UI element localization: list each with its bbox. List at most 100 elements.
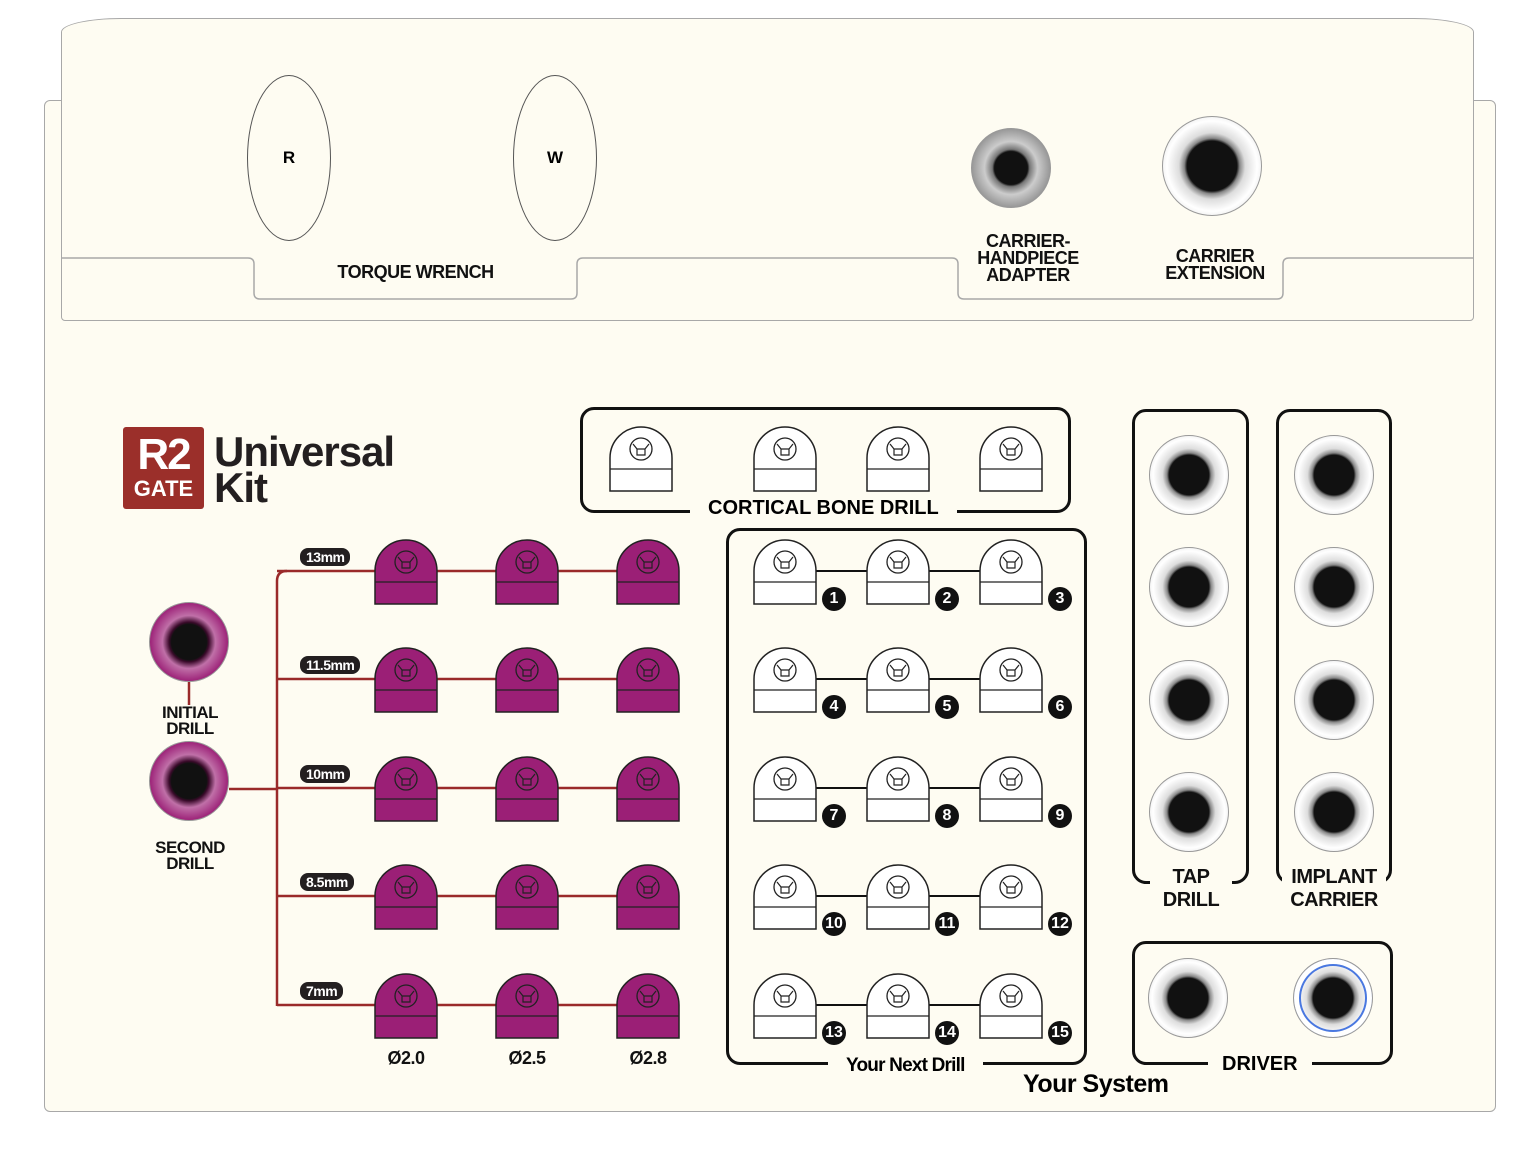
- drill-holder-7mm-Ø2.5[interactable]: [494, 972, 560, 1040]
- next-drill-holder-2[interactable]: [865, 538, 931, 606]
- tap-drill-socket-1[interactable]: [1149, 435, 1229, 515]
- next-drill-holder-3[interactable]: [978, 538, 1044, 606]
- drill-holder-13mm-Ø2.8[interactable]: [615, 538, 681, 606]
- next-drill-holder-10[interactable]: [752, 863, 818, 931]
- implant-carrier-socket-2[interactable]: [1294, 547, 1374, 627]
- drill-holder-10mm-Ø2.5[interactable]: [494, 755, 560, 823]
- drill-holder-icon: [495, 973, 559, 1039]
- drill-number-badge: 12: [1048, 912, 1072, 936]
- carrier-extension-socket[interactable]: [1162, 116, 1262, 216]
- drill-holder-11.5mm-Ø2.0[interactable]: [373, 646, 439, 714]
- drill-holder-icon: [616, 539, 680, 605]
- tap-drill-socket-4[interactable]: [1149, 772, 1229, 852]
- drill-holder-icon: [979, 973, 1043, 1039]
- drill-holder-icon: [616, 973, 680, 1039]
- next-drill-holder-1[interactable]: [752, 538, 818, 606]
- drill-number-badge: 3: [1048, 587, 1072, 611]
- implant-carrier-socket-3[interactable]: [1294, 660, 1374, 740]
- second-drill-socket[interactable]: [149, 741, 229, 821]
- drill-holder-8.5mm-Ø2.0[interactable]: [373, 863, 439, 931]
- drill-number-badge: 4: [822, 695, 846, 719]
- drill-holder-8.5mm-Ø2.5[interactable]: [494, 863, 560, 931]
- next-drill-holder-4[interactable]: [752, 646, 818, 714]
- drill-number-badge: 13: [822, 1021, 846, 1045]
- next-drill-holder-8[interactable]: [865, 755, 931, 823]
- cortical-drill-holder-1[interactable]: [608, 425, 674, 493]
- drill-holder-icon: [495, 756, 559, 822]
- drill-holder-13mm-Ø2.0[interactable]: [373, 538, 439, 606]
- cortical-label: CORTICAL BONE DRILL: [690, 497, 957, 520]
- drill-number-badge: 14: [935, 1021, 959, 1045]
- drill-holder-icon: [866, 864, 930, 930]
- drill-number-badge: 9: [1048, 804, 1072, 828]
- trunk-line: [275, 569, 288, 1006]
- implant-carrier-socket-4[interactable]: [1294, 772, 1374, 852]
- tap-drill-socket-2[interactable]: [1149, 547, 1229, 627]
- drill-holder-11.5mm-Ø2.5[interactable]: [494, 646, 560, 714]
- drill-holder-icon: [495, 647, 559, 713]
- drill-holder-icon: [753, 426, 817, 492]
- carrier-handpiece-adapter-socket[interactable]: [971, 128, 1051, 208]
- length-badge: 8.5mm: [300, 873, 354, 891]
- length-badge: 7mm: [300, 982, 344, 1000]
- drill-number-badge: 11: [935, 912, 959, 936]
- driver-socket-2[interactable]: [1293, 958, 1373, 1038]
- drill-holder-icon: [979, 864, 1043, 930]
- drill-holder-icon: [374, 864, 438, 930]
- drill-number-badge: 7: [822, 804, 846, 828]
- slot-label: W: [546, 148, 564, 167]
- drill-number-badge: 1: [822, 587, 846, 611]
- cortical-drill-holder-4[interactable]: [978, 425, 1044, 493]
- next-drill-holder-6[interactable]: [978, 646, 1044, 714]
- next-drill-holder-12[interactable]: [978, 863, 1044, 931]
- drill-number-badge: 5: [935, 695, 959, 719]
- tap-drill-socket-3[interactable]: [1149, 660, 1229, 740]
- drill-holder-icon: [753, 539, 817, 605]
- drill-holder-icon: [866, 756, 930, 822]
- adapter-label: CARRIER- HANDPIECE ADAPTER: [977, 231, 1079, 286]
- drill-holder-icon: [866, 973, 930, 1039]
- next-drill-holder-11[interactable]: [865, 863, 931, 931]
- drill-holder-icon: [753, 973, 817, 1039]
- drill-holder-11.5mm-Ø2.8[interactable]: [615, 646, 681, 714]
- drill-holder-7mm-Ø2.0[interactable]: [373, 972, 439, 1040]
- logo-mark-bottom: GATE: [133, 476, 194, 501]
- length-badge: 13mm: [300, 548, 351, 566]
- extension-label: CARRIER EXTENSION: [1165, 246, 1265, 284]
- next-drill-holder-13[interactable]: [752, 972, 818, 1040]
- driver-socket-1[interactable]: [1148, 958, 1228, 1038]
- drill-holder-icon: [616, 864, 680, 930]
- length-badge: 10mm: [300, 765, 351, 783]
- drill-holder-8.5mm-Ø2.8[interactable]: [615, 863, 681, 931]
- initial-drill-label: INITIAL DRILL: [140, 704, 240, 738]
- drill-holder-10mm-Ø2.8[interactable]: [615, 755, 681, 823]
- slot-label: R: [282, 148, 296, 167]
- your-system-label: Your System: [1023, 1070, 1169, 1098]
- torque-wrench-slot-w[interactable]: W: [513, 75, 597, 241]
- tap-drill-label: TAP DRILL: [1150, 866, 1232, 912]
- initial-drill-socket[interactable]: [149, 602, 229, 682]
- torque-wrench-slot-r[interactable]: R: [247, 75, 331, 241]
- second-drill-label: SECOND DRILL: [155, 838, 225, 874]
- drill-number-badge: 8: [935, 804, 959, 828]
- drill-holder-icon: [495, 539, 559, 605]
- next-drill-holder-15[interactable]: [978, 972, 1044, 1040]
- drill-holder-7mm-Ø2.8[interactable]: [615, 972, 681, 1040]
- drill-holder-10mm-Ø2.0[interactable]: [373, 755, 439, 823]
- cortical-drill-holder-2[interactable]: [752, 425, 818, 493]
- implant-carrier-socket-1[interactable]: [1294, 435, 1374, 515]
- drill-number-badge: 2: [935, 587, 959, 611]
- drill-holder-13mm-Ø2.5[interactable]: [494, 538, 560, 606]
- implant-carrier-label: IMPLANT CARRIER: [1282, 866, 1386, 912]
- drill-holder-icon: [979, 647, 1043, 713]
- cortical-drill-holder-3[interactable]: [865, 425, 931, 493]
- next-drill-holder-9[interactable]: [978, 755, 1044, 823]
- title-line1: Universal: [214, 428, 395, 475]
- next-drill-holder-5[interactable]: [865, 646, 931, 714]
- logo-mark-top: R2: [137, 430, 191, 479]
- next-drill-holder-14[interactable]: [865, 972, 931, 1040]
- next-drill-holder-7[interactable]: [752, 755, 818, 823]
- drill-holder-icon: [866, 647, 930, 713]
- diameter-label: Ø2.5: [508, 1048, 546, 1068]
- drill-holder-icon: [616, 647, 680, 713]
